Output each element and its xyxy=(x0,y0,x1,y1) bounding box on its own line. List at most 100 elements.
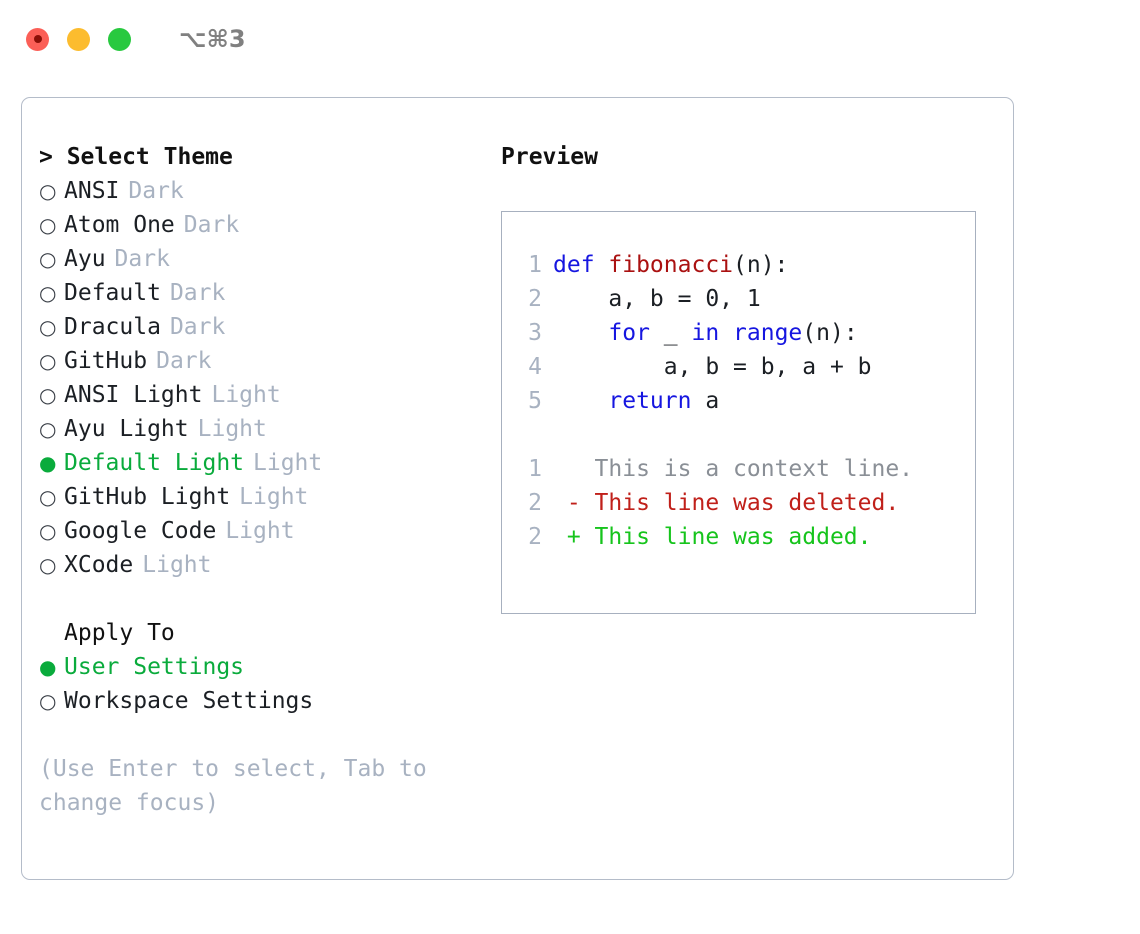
theme-option[interactable]: ○ XCode Light xyxy=(39,548,501,582)
code-token: a, b = b, a + b xyxy=(553,354,872,380)
radio-unselected-icon: ○ xyxy=(39,689,57,713)
diff-line: 2 - This line was deleted. xyxy=(520,486,975,520)
option-label: Default Light xyxy=(64,450,245,476)
close-window-button[interactable] xyxy=(26,27,49,51)
code-line: 1 def fibonacci(n): xyxy=(520,248,975,282)
code-token: + This line was added. xyxy=(553,524,872,550)
radio-unselected-icon: ○ xyxy=(39,485,57,509)
radio-unselected-icon: ○ xyxy=(39,315,57,339)
option-tag: Dark xyxy=(169,314,226,340)
radio-unselected-icon: ○ xyxy=(39,417,57,441)
radio-unselected-icon: ○ xyxy=(39,213,57,237)
option-label: Google Code xyxy=(64,518,217,544)
option-tag: Dark xyxy=(128,178,184,204)
apply-to-option[interactable]: ●User Settings xyxy=(39,650,501,684)
code-token: range xyxy=(733,320,803,346)
option-label: ANSI Light xyxy=(64,382,203,408)
theme-option[interactable]: ○ GitHub Dark xyxy=(39,344,501,378)
code-token: a xyxy=(691,388,720,414)
code-token: def xyxy=(553,252,609,278)
option-label: Ayu xyxy=(64,246,106,272)
theme-option[interactable]: ● Default Light Light xyxy=(39,446,501,480)
apply-to-list: ●User Settings ○ Workspace Settings xyxy=(39,650,501,718)
line-number: 3 xyxy=(528,320,542,346)
code-token: This is a context line. xyxy=(553,456,914,482)
option-tag: Light xyxy=(253,450,323,476)
diff-line: 2 + This line was added. xyxy=(520,520,975,554)
code-token xyxy=(553,320,608,346)
option-label: Dracula xyxy=(64,314,161,340)
option-label: XCode xyxy=(64,552,134,578)
code-token xyxy=(719,320,733,346)
line-number: 1 xyxy=(528,456,542,482)
code-token: - This line was deleted. xyxy=(553,490,900,516)
theme-option[interactable]: ○ ANSI Dark xyxy=(39,174,501,208)
line-number: 2 xyxy=(528,490,542,516)
option-label: Atom One xyxy=(64,212,175,238)
diff-line: 1 This is a context line. xyxy=(520,452,975,486)
code-token xyxy=(553,388,608,414)
record-dot-icon xyxy=(33,35,42,43)
option-label: User Settings xyxy=(64,654,245,680)
theme-option[interactable]: ○ Atom One Dark xyxy=(39,208,501,242)
apply-to-option[interactable]: ○ Workspace Settings xyxy=(39,684,501,718)
option-tag: Light xyxy=(142,552,212,578)
minimize-window-button[interactable] xyxy=(67,27,90,51)
radio-selected-icon: ● xyxy=(39,451,57,475)
code-token: a, b = 0, 1 xyxy=(553,286,761,312)
option-tag: Dark xyxy=(169,280,226,306)
radio-unselected-icon: ○ xyxy=(39,553,57,577)
code-token: for xyxy=(608,320,650,346)
option-tag: Dark xyxy=(183,212,240,238)
option-tag: Light xyxy=(197,416,267,442)
radio-unselected-icon: ○ xyxy=(39,349,57,373)
radio-unselected-icon: ○ xyxy=(39,383,57,407)
code-token: fibonacci xyxy=(608,252,734,278)
radio-unselected-icon: ○ xyxy=(39,179,57,203)
keyboard-shortcut-label: ⌥⌘3 xyxy=(179,25,246,53)
code-token: _ xyxy=(649,320,692,346)
option-label: Workspace Settings xyxy=(64,688,314,714)
apply-to-header: Apply To xyxy=(64,620,175,646)
option-label: GitHub xyxy=(64,348,148,374)
keyboard-hint-text: (Use Enter to select, Tab to change focu… xyxy=(39,756,441,816)
code-line: 5 return a xyxy=(520,384,975,418)
code-line: 4 a, b = b, a + b xyxy=(520,350,975,384)
theme-option[interactable]: ○ Dracula Dark xyxy=(39,310,501,344)
option-tag: Light xyxy=(225,518,295,544)
option-tag: Dark xyxy=(114,246,170,272)
line-number: 5 xyxy=(528,388,542,414)
code-token: return xyxy=(608,388,692,414)
code-token: in xyxy=(691,320,720,346)
diff-sample: 1 This is a context line.2 - This line w… xyxy=(520,452,975,554)
line-number: 2 xyxy=(528,524,542,550)
code-token: (n): xyxy=(733,252,789,278)
code-token: (n): xyxy=(802,320,858,346)
code-line: 2 a, b = 0, 1 xyxy=(520,282,975,316)
line-number: 4 xyxy=(528,354,542,380)
option-tag: Light xyxy=(211,382,281,408)
list-spacer xyxy=(39,582,501,616)
select-theme-header: > Select Theme xyxy=(39,144,233,170)
code-line: 3 for _ in range(n): xyxy=(520,316,975,350)
radio-unselected-icon: ○ xyxy=(39,281,57,305)
theme-option[interactable]: ○ ANSI Light Light xyxy=(39,378,501,412)
option-label: Default xyxy=(64,280,161,306)
maximize-window-button[interactable] xyxy=(108,27,131,51)
theme-option[interactable]: ○ Default Dark xyxy=(39,276,501,310)
option-label: GitHub Light xyxy=(64,484,231,510)
title-bar: ⌥⌘3 xyxy=(0,0,1140,78)
option-tag: Dark xyxy=(156,348,212,374)
line-number: 1 xyxy=(528,252,542,278)
option-label: ANSI xyxy=(64,178,120,204)
